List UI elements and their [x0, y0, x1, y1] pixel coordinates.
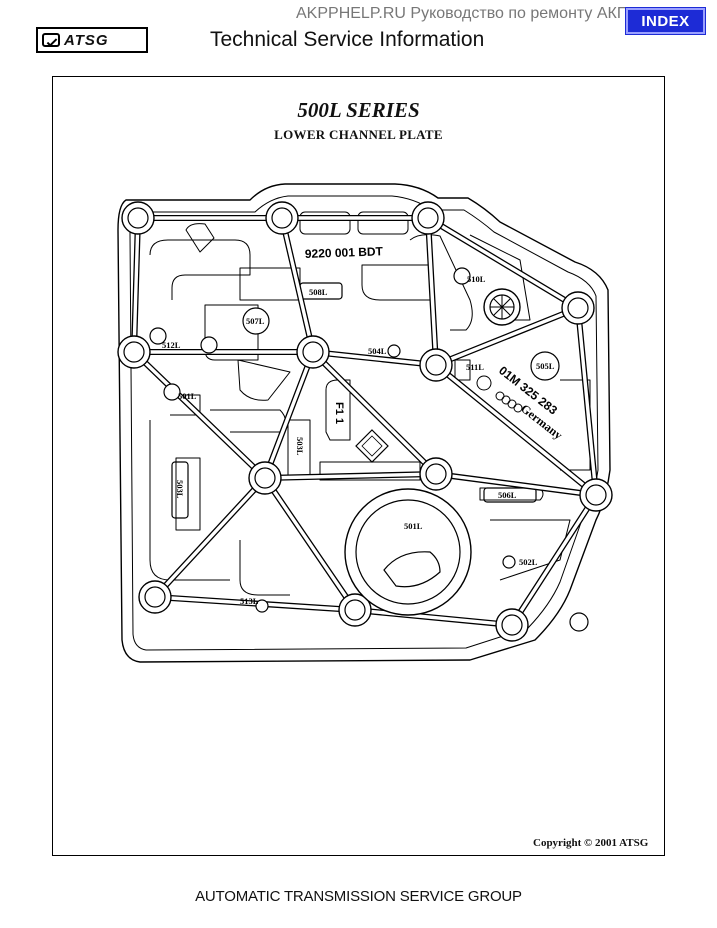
orifice-hole — [387, 344, 401, 358]
label-512l: 512L — [162, 340, 181, 350]
label-box-503l — [171, 461, 189, 519]
atsg-check-icon — [42, 33, 60, 47]
label-503l-box: 503L — [175, 480, 185, 499]
check-valve — [483, 288, 521, 326]
orifice-hole — [530, 351, 560, 381]
plate-inner-outline — [129, 195, 599, 651]
channel — [239, 540, 290, 596]
bolt-hole — [561, 291, 595, 325]
channel — [409, 234, 473, 331]
plate-outline — [117, 183, 611, 663]
copyright: Copyright © 2001 ATSG — [533, 837, 649, 849]
label-box-506l — [483, 487, 537, 503]
bolt-hole — [338, 593, 372, 627]
label-505l: 505L — [536, 361, 555, 371]
bolt-hole — [296, 335, 330, 369]
channel — [170, 394, 201, 416]
bolt-hole — [495, 608, 529, 642]
channel — [149, 239, 251, 300]
channel — [239, 267, 301, 301]
atsg-logo: ATSG — [36, 27, 148, 53]
label-507l: 507L — [246, 316, 265, 326]
channel — [469, 234, 531, 321]
channel — [361, 264, 431, 301]
series-title: 500L SERIES — [297, 98, 420, 122]
orifice-hole — [569, 612, 589, 632]
bolt-hole — [419, 348, 453, 382]
orifice-hole — [502, 555, 516, 569]
channel — [237, 359, 291, 401]
label-510l: 510L — [467, 274, 486, 284]
watermark: AKPPHELP.RU Руководство по ремонту АКПП — [296, 5, 640, 22]
pocket — [299, 211, 351, 235]
label-502l: 502L — [519, 557, 538, 567]
casting-code: F1 1 — [333, 402, 345, 424]
orifice-hole — [242, 307, 270, 335]
document-frame — [52, 76, 665, 856]
bolt-hole — [117, 335, 151, 369]
orifice-hole — [453, 267, 471, 285]
label-501l-small: 501L — [178, 391, 197, 401]
bolt-hole — [138, 580, 172, 614]
label-511l: 511L — [466, 362, 484, 372]
channel — [454, 359, 471, 381]
label-508l: 508L — [309, 287, 328, 297]
channel — [210, 409, 286, 433]
bolt-hole — [248, 461, 282, 495]
label-504l: 504L — [368, 346, 387, 356]
bolt-hole — [265, 201, 299, 235]
channel — [185, 223, 215, 253]
label-513l: 513L — [240, 596, 259, 606]
channel — [325, 379, 351, 441]
orifice-hole — [255, 599, 269, 613]
main-bore — [344, 488, 472, 616]
part-number: 9220 001 BDT — [305, 244, 384, 261]
logo-text: ATSG — [64, 31, 109, 49]
pocket — [357, 211, 409, 235]
orifice-hole — [149, 327, 167, 345]
label-501l-bore: 501L — [404, 521, 423, 531]
index-button[interactable]: INDEX — [625, 7, 706, 35]
label-503l-vertical: 503L — [295, 437, 305, 456]
label-506l: 506L — [498, 490, 517, 500]
page-title: Technical Service Information — [210, 28, 485, 51]
bolt-hole — [419, 457, 453, 491]
orifice-hole — [163, 383, 181, 401]
channel — [175, 457, 201, 531]
manufacturer-emblem — [476, 375, 523, 413]
bolt-hole — [121, 201, 155, 235]
diagram-subtitle: LOWER CHANNEL PLATE — [274, 127, 443, 142]
footer-text: AUTOMATIC TRANSMISSION SERVICE GROUP — [195, 888, 522, 905]
diamond-mark — [355, 429, 389, 463]
bolt-hole — [411, 201, 445, 235]
orifice-hole — [200, 336, 218, 354]
bolt-hole — [579, 478, 613, 512]
